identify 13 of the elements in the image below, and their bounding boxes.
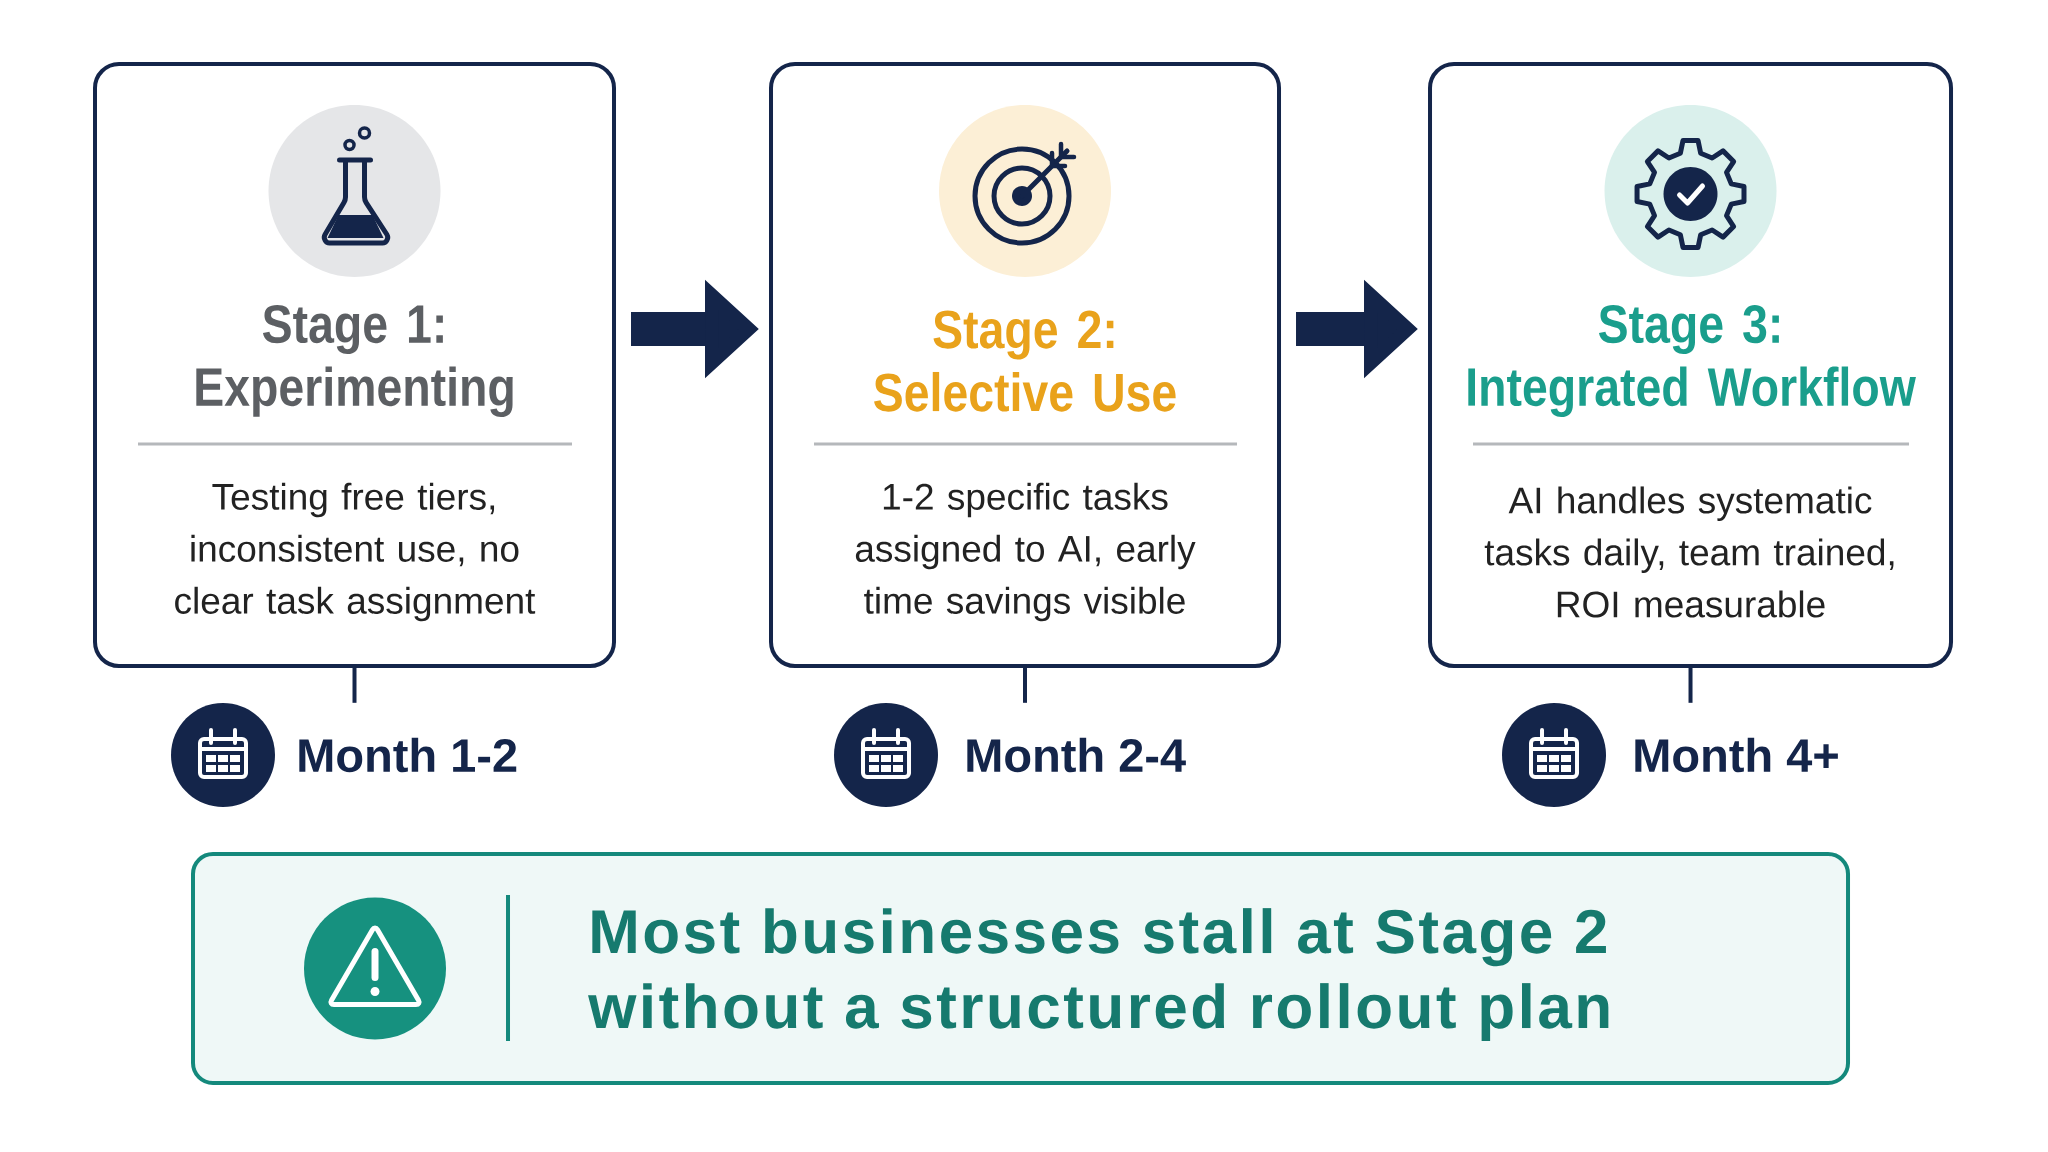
month-label: Month 4+	[1635, 737, 1838, 773]
callout-text: Most businesses stall at Stage 2 without a structured rollout plan	[588, 908, 1609, 1041]
stage-description: AI handles systematic tasks daily, team trained, ROI measurable	[1484, 486, 1894, 618]
connector-line	[1688, 668, 1693, 703]
stage-description: 1-2 specific tasks assigned to AI, early time savings visible	[855, 482, 1196, 622]
stage-title: Stage 3: Integrated Workflow	[1468, 304, 1916, 418]
stage-description: Testing free tiers, inconsistent use, no clear task assignment	[175, 482, 536, 622]
month-label: Month 2-4	[967, 737, 1186, 773]
connector-line	[352, 668, 357, 703]
stage-title: Stage 1: Experimenting	[196, 304, 513, 418]
stage-title: Stage 2: Selective Use	[874, 310, 1176, 412]
month-label: Month 1-2	[299, 737, 517, 773]
connector-line	[1023, 668, 1027, 703]
